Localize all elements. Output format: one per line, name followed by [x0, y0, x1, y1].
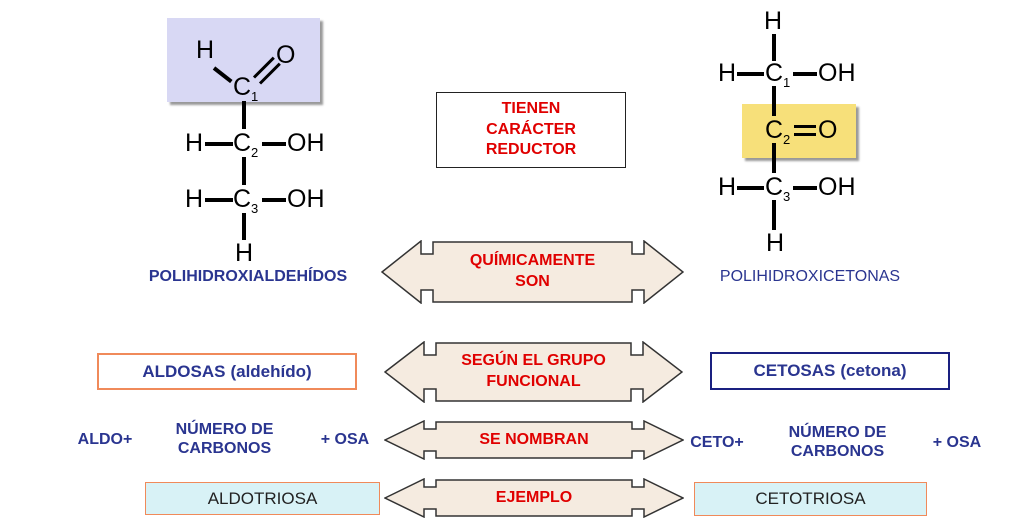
ketose-box: CETOSAS (cetona) — [710, 352, 950, 390]
atom-c3-sub: 3 — [783, 189, 791, 204]
arrow-naming-shape — [383, 419, 685, 461]
ketone-highlight — [742, 104, 856, 158]
reducing-character-box: TIENEN CARÁCTER REDUCTOR — [436, 92, 626, 168]
example-left-text: ALDOTRIOSA — [207, 488, 318, 508]
arrow-naming: SE NOMBRAN — [383, 419, 685, 461]
arrow-example-shape — [383, 477, 685, 519]
atom-h3: H — [718, 173, 737, 201]
atom-oh3: OH — [818, 173, 856, 201]
aldehyde-highlight — [167, 18, 320, 102]
reducing-line-2: CARÁCTER — [486, 120, 576, 138]
bond-h3-c3 — [205, 198, 233, 202]
aldose-paren: (aldehído) — [230, 361, 312, 381]
atom-c1-sub: 1 — [783, 75, 791, 90]
naming-right-suffix: + OSA — [932, 434, 982, 451]
aldose-box: ALDOSAS (aldehído) — [97, 353, 357, 390]
ketose-main: CETOSAS — [753, 361, 836, 380]
arrow-naming-text: SE NOMBRAN — [479, 430, 589, 448]
atom-c2-sub: 2 — [251, 145, 259, 160]
bond-c3-oh3 — [793, 186, 817, 190]
atom-o: O — [276, 41, 296, 69]
bond-c3-h — [242, 213, 246, 240]
atom-h-top: H — [764, 7, 783, 35]
atom-c3: C — [765, 173, 784, 201]
bond-c1-c2 — [242, 101, 246, 129]
atom-c2: C — [233, 129, 252, 157]
aldehyde-label: POLIHIDROXIALDEHÍDOS — [148, 268, 348, 285]
bond-c1-oh1 — [793, 72, 817, 76]
bond-h3-c3 — [737, 186, 764, 190]
atom-h-top: H — [196, 36, 215, 64]
aldose-main: ALDOSAS — [142, 361, 226, 381]
atom-c1: C — [765, 59, 784, 87]
arrow-example-text: EJEMPLO — [495, 488, 573, 506]
ketone-structure: H H C 1 OH C 2 O H C 3 OH H — [690, 0, 890, 260]
atom-c3: C — [233, 185, 252, 213]
bond-h2-c2 — [205, 142, 233, 146]
arrow-functional-group-shape — [383, 340, 684, 404]
bond-c2-o-b — [794, 133, 816, 136]
ketose-paren: (cetona) — [840, 361, 907, 380]
atom-h-bottom: H — [766, 229, 785, 257]
atom-c1: C — [233, 73, 252, 101]
atom-c2-sub: 2 — [783, 132, 791, 147]
atom-h-bottom: H — [235, 239, 254, 267]
bond-c2-c3 — [242, 157, 246, 185]
naming-left-prefix: ALDO+ — [77, 431, 133, 448]
bond-h1-c1 — [737, 72, 764, 76]
arrow-example: EJEMPLO — [383, 477, 685, 519]
atom-h2: H — [185, 129, 204, 157]
bond-c1-c2 — [772, 86, 776, 116]
example-right-box: CETOTRIOSA — [694, 482, 927, 516]
bond-h-c1 — [772, 34, 776, 61]
bond-c2-oh2 — [262, 142, 286, 146]
example-left-box: ALDOTRIOSA — [145, 482, 380, 515]
naming-right-prefix: CETO+ — [690, 434, 744, 451]
atom-oh1: OH — [818, 59, 856, 87]
atom-c2: C — [765, 116, 784, 144]
reducing-line-3: REDUCTOR — [485, 141, 577, 159]
atom-h3: H — [185, 185, 204, 213]
atom-o: O — [818, 116, 838, 144]
bond-c2-o-a — [794, 125, 816, 128]
atom-oh3: OH — [287, 185, 325, 213]
atom-c3-sub: 3 — [251, 201, 259, 216]
aldehyde-structure: H O C 1 H C 2 OH H C 3 OH H — [0, 0, 360, 270]
atom-h1: H — [718, 59, 737, 87]
atom-oh2: OH — [287, 129, 325, 157]
atom-c1-sub: 1 — [251, 89, 259, 104]
bond-c3-oh3 — [262, 198, 286, 202]
arrow-chemically-shape — [380, 239, 685, 305]
bond-c2-c3 — [772, 143, 776, 173]
reducing-line-1: TIENEN — [501, 99, 561, 117]
example-right-text: CETOTRIOSA — [755, 489, 866, 508]
naming-left-suffix: + OSA — [320, 431, 370, 448]
bond-c3-h — [772, 200, 776, 230]
ketone-label: POLIHIDROXICETONAS — [719, 268, 901, 285]
